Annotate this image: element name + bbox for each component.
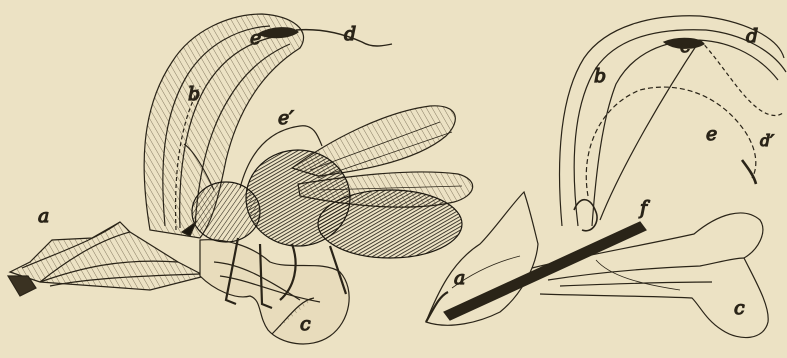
right-label-b: b [594, 65, 606, 87]
left-label-e: e [250, 27, 261, 49]
right-probe [444, 200, 646, 320]
right-label-e-lower: e [706, 123, 717, 145]
left-figure: a b c d e e′ [8, 14, 473, 344]
right-figure: a b c d d′ e e f [426, 16, 786, 338]
left-lower-lip [200, 240, 349, 344]
right-lower-lip [532, 213, 768, 338]
right-label-e-upper: e [680, 35, 691, 57]
right-label-f: f [638, 197, 650, 219]
right-label-d: d [746, 25, 758, 47]
right-label-c: c [734, 297, 745, 319]
right-label-d-prime: d′ [760, 131, 774, 150]
right-anther-lower [742, 160, 756, 184]
right-label-a: a [454, 267, 465, 289]
left-label-e-prime: e′ [278, 107, 294, 129]
left-label-b: b [188, 83, 200, 105]
right-upper-lip [560, 16, 786, 226]
left-label-d: d [344, 23, 356, 45]
left-label-a: a [38, 205, 49, 227]
left-label-c: c [300, 313, 311, 335]
